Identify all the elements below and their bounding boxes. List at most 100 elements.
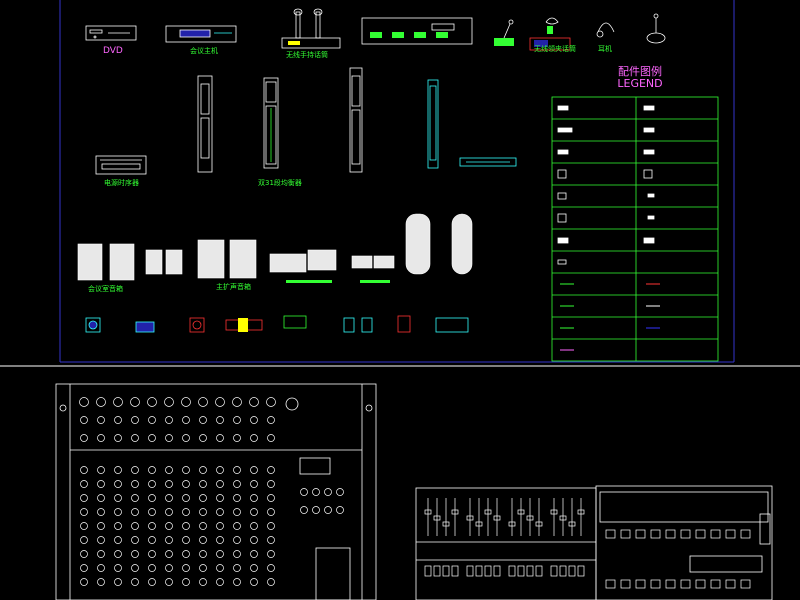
channel-knob	[80, 578, 88, 586]
button	[577, 565, 585, 577]
console-key	[650, 579, 661, 589]
xlr-input-jack	[113, 397, 123, 407]
channel-knob	[182, 480, 190, 488]
channel-knob	[182, 578, 190, 586]
button	[508, 565, 516, 577]
channel-knob	[199, 466, 207, 474]
channel-knob	[199, 480, 207, 488]
channel-knob	[131, 536, 139, 544]
connector-5	[283, 315, 307, 329]
console-key	[620, 529, 631, 539]
channel-knob	[199, 578, 207, 586]
insert-jack	[199, 434, 207, 442]
channel-knob	[148, 480, 156, 488]
channel-knob	[148, 536, 156, 544]
console-key	[710, 529, 721, 539]
channel-knob	[114, 564, 122, 572]
channel-knob	[199, 564, 207, 572]
channel-knob	[182, 522, 190, 530]
channel-knob	[131, 494, 139, 502]
channel-knob	[148, 550, 156, 558]
master-knob	[324, 506, 332, 514]
channel-knob	[216, 494, 224, 502]
fader-cap	[568, 521, 576, 527]
fader-cap	[484, 509, 492, 515]
line-input-jack	[199, 416, 207, 424]
channel-knob	[148, 508, 156, 516]
button	[442, 565, 450, 577]
channel-knob	[216, 564, 224, 572]
fader-cap	[466, 515, 474, 521]
insert-jack	[165, 434, 173, 442]
channel-knob	[131, 578, 139, 586]
fader-cap	[442, 521, 450, 527]
channel-knob	[267, 564, 275, 572]
label-power-sequencer: 电源时序器	[104, 179, 139, 187]
channel-knob	[131, 522, 139, 530]
label-wireless-lapel-mic: 无线领夹话筒	[534, 45, 576, 53]
earphone	[596, 22, 615, 38]
channel-knob	[233, 564, 241, 572]
xlr-input-jack	[96, 397, 106, 407]
console-key	[710, 579, 721, 589]
connector-4	[225, 318, 263, 332]
channel-knob	[199, 536, 207, 544]
insert-jack	[80, 434, 88, 442]
channel-knob	[182, 494, 190, 502]
fader-cap	[526, 515, 534, 521]
channel-knob	[114, 578, 122, 586]
tabletop-mic-a	[494, 19, 514, 46]
fader-cap	[451, 509, 459, 515]
channel-knob	[80, 494, 88, 502]
console-key	[665, 579, 676, 589]
console-key	[605, 529, 616, 539]
button	[484, 565, 492, 577]
channel-knob	[165, 564, 173, 572]
line-input-jack	[216, 416, 224, 424]
channel-knob	[148, 578, 156, 586]
label-main-speaker: 主扩声音箱	[216, 283, 251, 291]
channel-knob	[199, 550, 207, 558]
button	[559, 565, 567, 577]
channel-knob	[250, 536, 258, 544]
xlr-input-jack	[232, 397, 242, 407]
channel-knob	[216, 480, 224, 488]
insert-jack	[233, 434, 241, 442]
connector-8	[435, 317, 469, 333]
channel-knob	[97, 480, 105, 488]
xlr-input-jack	[249, 397, 259, 407]
line-input-jack	[267, 416, 275, 424]
channel-knob	[216, 550, 224, 558]
insert-jack	[97, 434, 105, 442]
channel-knob	[131, 550, 139, 558]
line-input-jack	[114, 416, 122, 424]
channel-knob	[216, 466, 224, 474]
fader-cap	[577, 509, 585, 515]
console-key	[665, 529, 676, 539]
dvd-player	[85, 25, 137, 41]
auxiliary-speakers	[145, 249, 183, 275]
channel-knob	[216, 536, 224, 544]
xlr-input-jack	[130, 397, 140, 407]
label-wireless-handheld-mic: 无线手持话筒	[286, 51, 328, 59]
button	[526, 565, 534, 577]
channel-knob	[233, 536, 241, 544]
channel-knob	[80, 466, 88, 474]
drawing-frame	[59, 0, 735, 363]
line-input-jack	[80, 416, 88, 424]
insert-jack	[216, 434, 224, 442]
button	[517, 565, 525, 577]
connector-3	[189, 317, 205, 333]
master-knob	[300, 488, 308, 496]
channel-knob	[131, 508, 139, 516]
line-input-jack	[182, 416, 190, 424]
legend-title: 配件图例 LEGEND	[600, 66, 680, 90]
console-key	[635, 529, 646, 539]
xlr-input-jack	[215, 397, 225, 407]
label-earphone: 耳机	[598, 45, 612, 53]
console-faders	[424, 498, 751, 589]
channel-knob	[182, 550, 190, 558]
channel-knob	[250, 578, 258, 586]
button	[424, 565, 432, 577]
channel-knob	[182, 508, 190, 516]
